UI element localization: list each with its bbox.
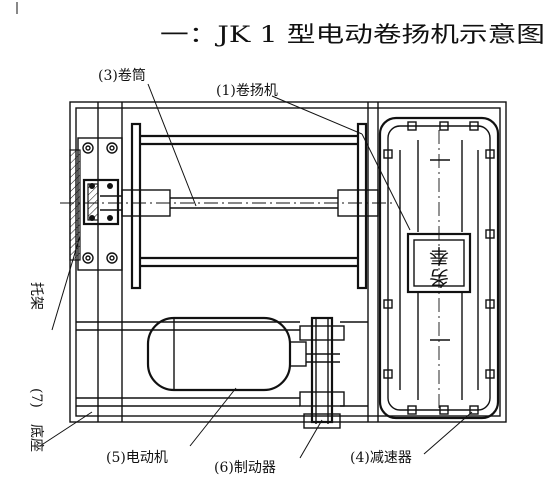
title: 一：JK 1 型电动卷扬机示意图 [160, 23, 545, 48]
label-winch: (1)卷扬机 [216, 83, 278, 99]
label-motor: (5)电动机 [106, 450, 168, 466]
label-reel: (3)卷筒 [98, 67, 146, 84]
label-reducer: (4)减速器 [350, 450, 412, 466]
reducer-box-char-2: 务 [429, 266, 449, 290]
brake-assembly [299, 316, 345, 429]
motor-body [146, 316, 340, 392]
leader-lines [39, 83, 473, 459]
reducer-box-char-1: 奉 [429, 244, 449, 268]
label-seat: 底座 [28, 424, 44, 452]
reducer-housing [378, 116, 500, 420]
reel-drum [60, 122, 392, 290]
bracket-assembly [69, 137, 123, 271]
label-brake: (6)制动器 [214, 460, 276, 476]
label-seat-number: (7) [28, 388, 44, 408]
label-bracket: 托架 [28, 282, 44, 310]
